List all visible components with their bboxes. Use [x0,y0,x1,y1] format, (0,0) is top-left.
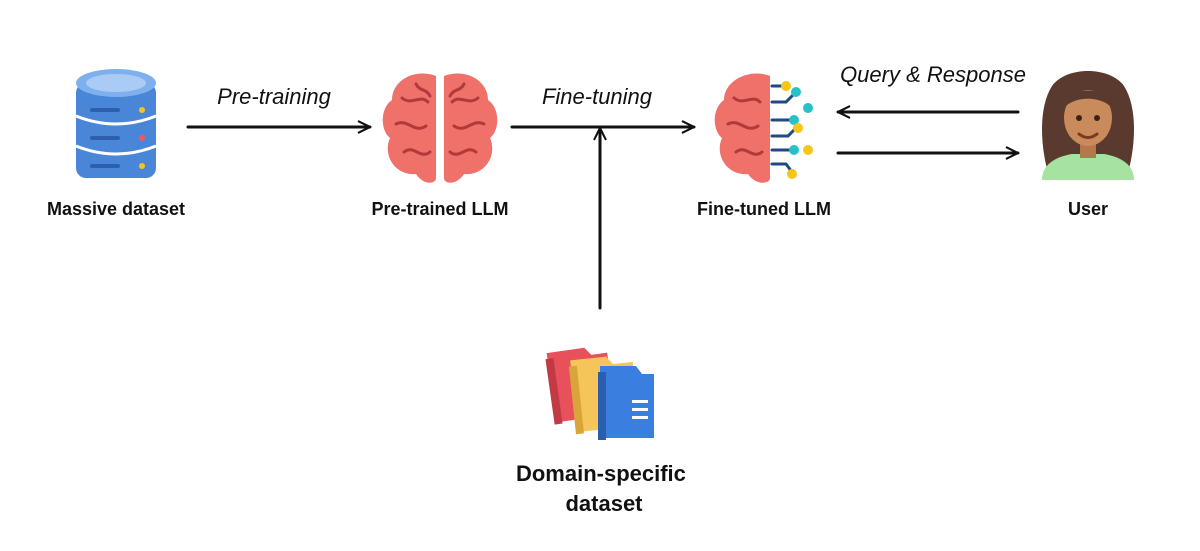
finetuned-llm-label: Fine-tuned LLM [697,199,831,219]
user-label: User [1068,199,1108,219]
query-response-label: Query & Response [840,62,1026,87]
user-avatar-icon [1042,71,1134,180]
pretrained-llm-label: Pre-trained LLM [371,199,508,219]
folders-icon [545,347,654,440]
ai-brain-icon [714,73,813,183]
massive-dataset-label: Massive dataset [47,199,185,219]
database-icon [75,69,157,178]
domain-dataset-label: Domain-specific dataset [516,461,692,516]
brain-icon [382,73,498,183]
domain-dataset-label-line1: Domain-specific [516,461,686,486]
pretraining-label: Pre-training [217,84,331,109]
finetuning-label: Fine-tuning [542,84,653,109]
domain-dataset-label-line2: dataset [565,491,643,516]
